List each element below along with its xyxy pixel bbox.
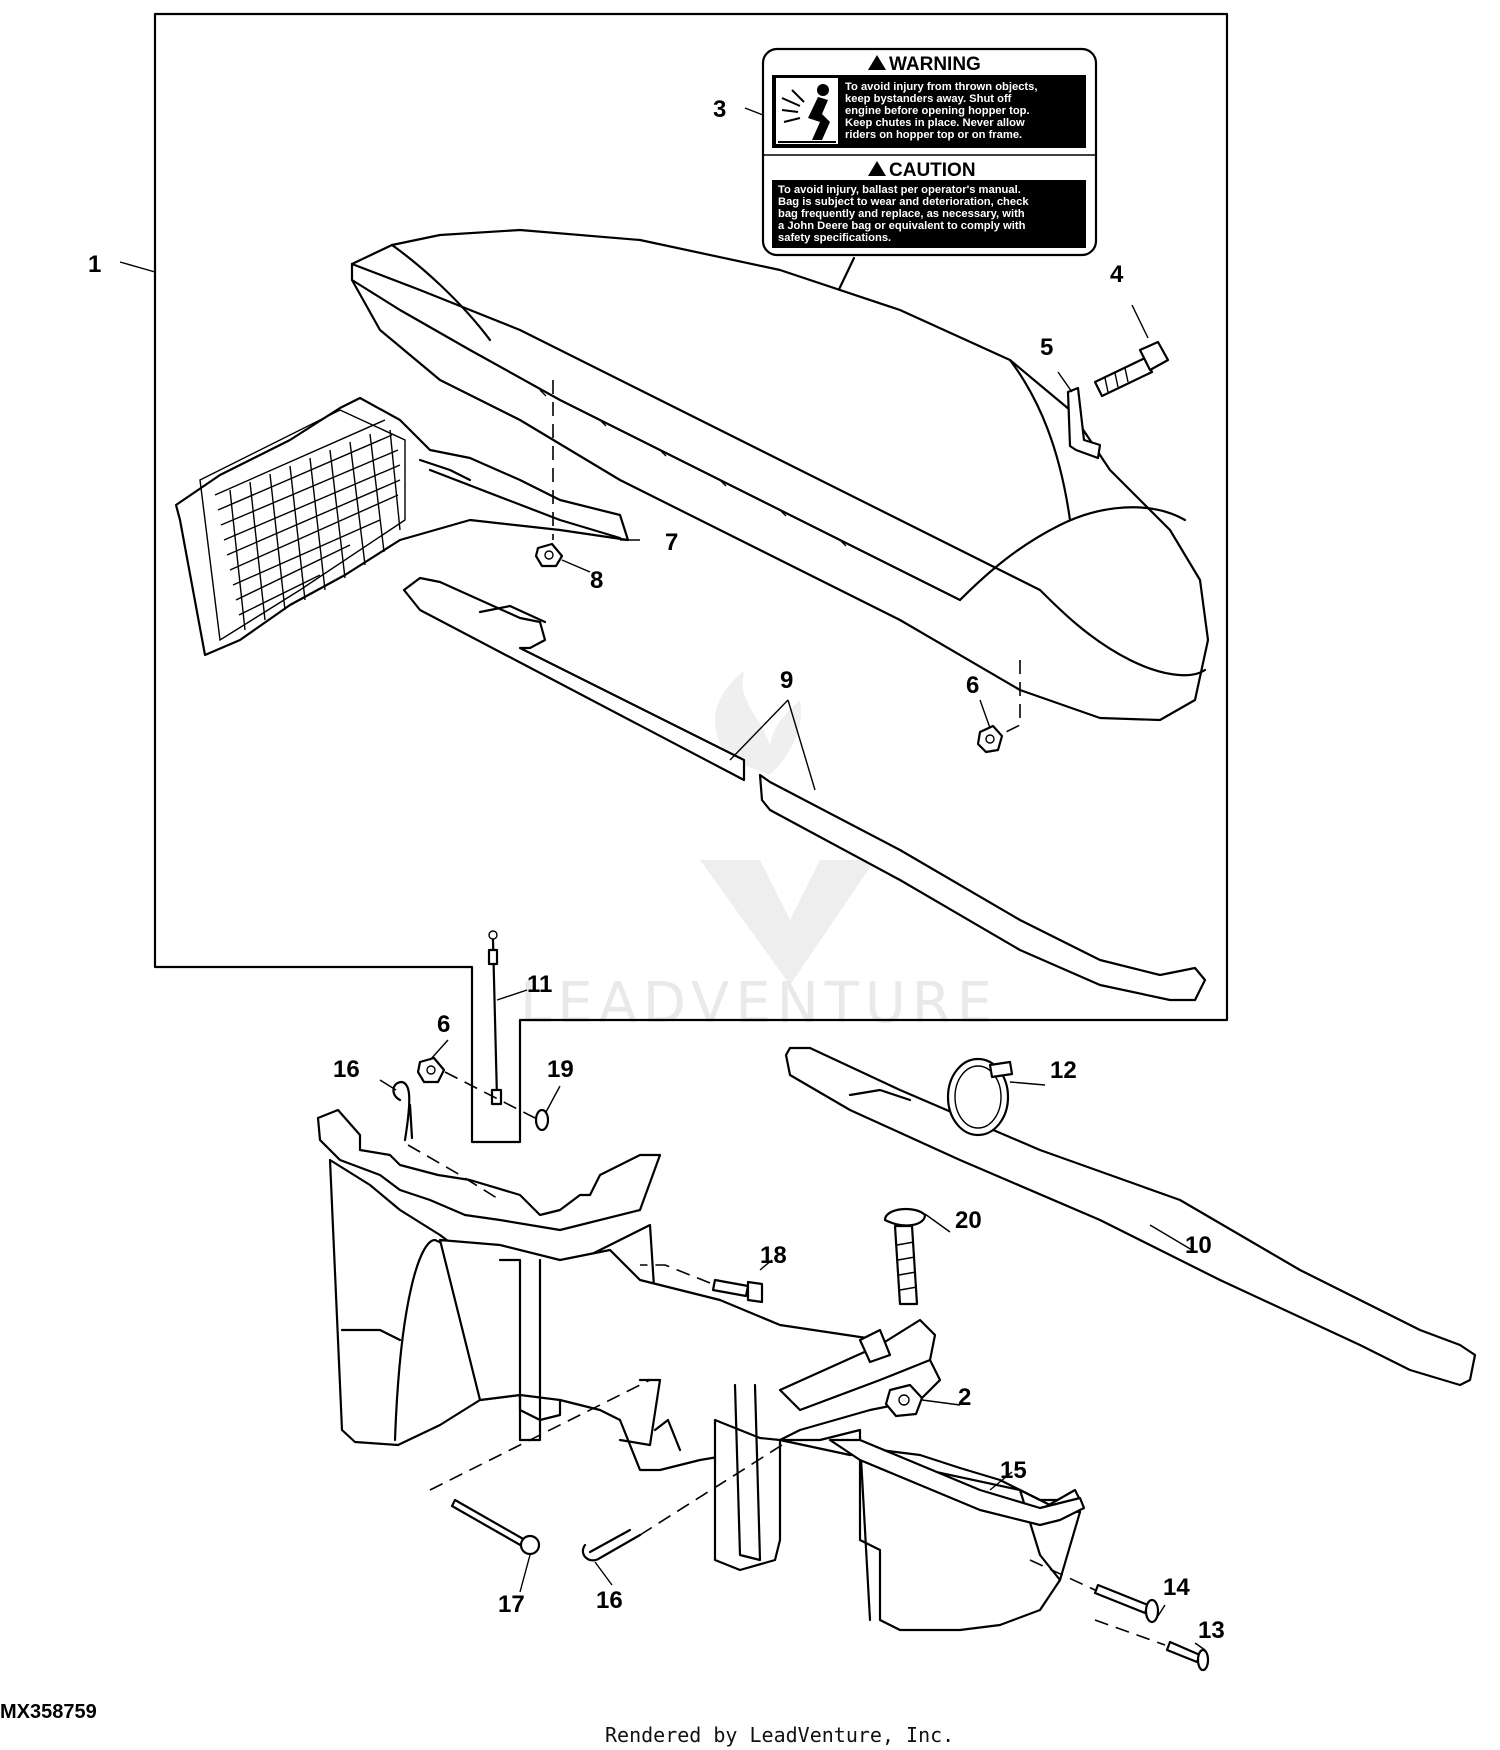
warning-caution-label: WARNING To avoid injury from thrown obje… (761, 47, 1098, 360)
callout-15: 15 (1000, 1457, 1027, 1484)
bracket (1066, 386, 1102, 460)
carriage-bolt (883, 1207, 927, 1306)
rivet (1093, 1583, 1160, 1624)
leader-lines (119, 107, 1206, 1651)
callout-6-upper: 6 (966, 672, 979, 699)
callout-7: 7 (665, 529, 678, 556)
hose-clamp (946, 1057, 1014, 1137)
callout-3: 3 (713, 96, 726, 123)
nut-item-6-lower (416, 1056, 446, 1084)
callout-14: 14 (1163, 1574, 1190, 1601)
bolt-item-18 (711, 1278, 764, 1304)
mesh-grid (214, 419, 401, 631)
cable (487, 930, 503, 1106)
callouts: 1 3 4 5 7 8 9 6 10 12 11 6 16 19 18 20 2… (88, 96, 1225, 1644)
warning-line-4: Keep chutes in place. Never allow (845, 117, 1025, 129)
caution-line-4: a John Deere bag or equivalent to comply… (778, 220, 1026, 232)
nut-item-8 (534, 542, 564, 568)
callout-16-upper: 16 (333, 1056, 360, 1083)
bottom-seal (828, 1438, 1086, 1527)
callout-11: 11 (527, 971, 552, 998)
warning-line-1: To avoid injury from thrown objects, (845, 81, 1037, 93)
hopper-top (350, 228, 1210, 722)
callout-13: 13 (1198, 1617, 1225, 1644)
callout-4: 4 (1110, 261, 1124, 288)
caution-line-3: bag frequently and replace, as necessary… (778, 208, 1025, 220)
callout-8: 8 (590, 567, 603, 594)
callout-9: 9 (780, 667, 793, 694)
watermark: LEADVENTURE (520, 670, 998, 1036)
caution-line-1: To avoid injury, ballast per operator's … (778, 184, 1021, 196)
callout-2: 2 (958, 1384, 971, 1411)
center-bar (778, 1318, 937, 1412)
hopper-frame (316, 1108, 1082, 1632)
warning-line-2: keep bystanders away. Shut off (845, 93, 1012, 105)
caution-title: CAUTION (889, 160, 976, 181)
washer (534, 1108, 550, 1132)
rod (784, 1046, 1477, 1387)
thrown-object-icon (778, 84, 836, 143)
callout-18: 18 (760, 1242, 787, 1269)
figure-id: MX358759 (0, 1701, 97, 1723)
rendered-by-footer: Rendered by LeadVenture, Inc. (605, 1723, 954, 1747)
bolt (1093, 340, 1170, 398)
callout-1: 1 (88, 251, 101, 278)
assembly-frame (153, 12, 1229, 1144)
callout-17: 17 (498, 1591, 525, 1618)
warning-line-5: riders on hopper top or on frame. (845, 129, 1022, 141)
clevis-pin (450, 1498, 541, 1556)
watermark-text: LEADVENTURE (520, 971, 998, 1036)
warning-title: WARNING (889, 54, 981, 75)
caution-line-5: safety specifications. (778, 232, 891, 244)
callout-16-lower: 16 (596, 1587, 623, 1614)
callout-12: 12 (1050, 1057, 1077, 1084)
screen-chute (174, 396, 630, 657)
cotter-pin-upper (392, 1080, 414, 1142)
pin-item-13 (1165, 1640, 1210, 1672)
callout-10: 10 (1185, 1232, 1212, 1259)
cotter-pin-lower (581, 1528, 642, 1562)
nut-item-6-upper (976, 724, 1004, 754)
callout-20: 20 (955, 1207, 982, 1234)
seal-strip (402, 576, 1207, 1002)
nut-item-2 (884, 1383, 924, 1418)
callout-6-lower: 6 (437, 1011, 450, 1038)
warning-line-3: engine before opening hopper top. (845, 105, 1030, 117)
caution-line-2: Bag is subject to wear and deterioration… (778, 196, 1029, 208)
callout-5: 5 (1040, 334, 1053, 361)
callout-19: 19 (547, 1056, 574, 1083)
